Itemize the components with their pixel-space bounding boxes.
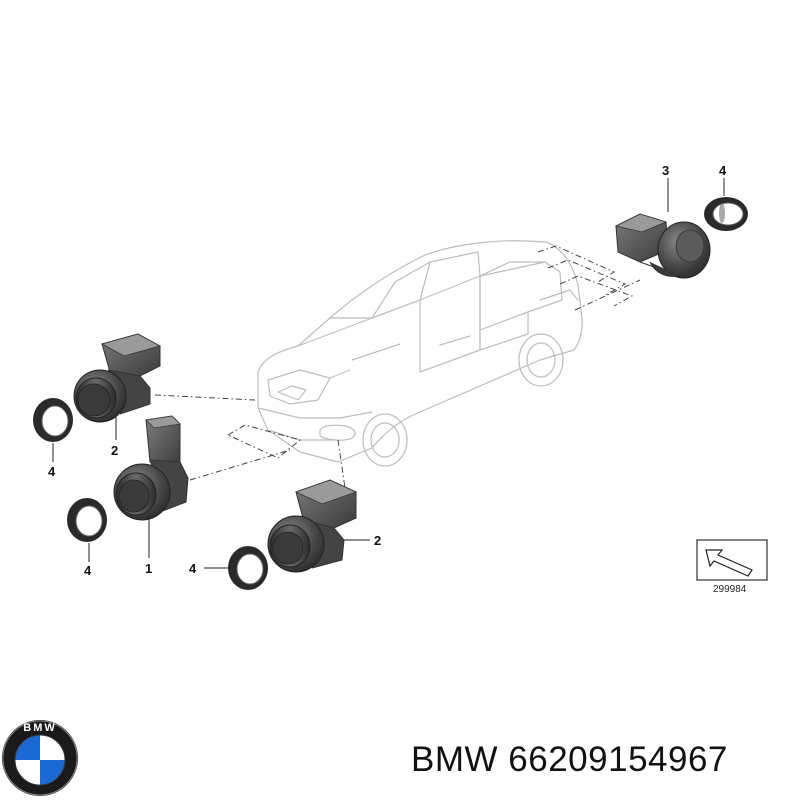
direction-arrow-box — [696, 539, 768, 581]
car-outline — [257, 240, 583, 467]
ring-part-4-left-lower — [67, 498, 107, 542]
callout-4-bottom: 4 — [189, 561, 197, 576]
callout-leaders — [52, 178, 725, 569]
callout-4-left-upper: 4 — [48, 464, 56, 479]
sensor-location-lines — [154, 245, 641, 489]
side-sensor-part-2-bottom — [267, 479, 358, 573]
rear-sensor-part-3 — [614, 213, 711, 279]
front-sensor-part-1 — [113, 415, 189, 521]
bmw-logo: BMW — [2, 720, 78, 796]
callout-4-left-lower: 4 — [84, 563, 92, 578]
part-caption: BMW 66209154967 — [411, 740, 728, 780]
callout-2-bottom: 2 — [374, 533, 381, 548]
svg-text:BMW: BMW — [23, 722, 57, 734]
reference-number: 299984 — [713, 584, 747, 595]
caption-brand: BMW — [411, 740, 499, 779]
ring-part-4-bottom — [228, 546, 268, 590]
callout-3: 3 — [662, 163, 669, 178]
ring-part-4-top — [704, 197, 748, 231]
callout-2-left: 2 — [111, 443, 118, 458]
callout-1: 1 — [145, 561, 152, 576]
ring-part-4-left-upper — [33, 398, 73, 442]
arrow-icon — [705, 549, 753, 577]
caption-part-number: 66209154967 — [508, 740, 728, 779]
side-sensor-part-2-left — [73, 333, 162, 423]
callout-4-top: 4 — [719, 163, 727, 178]
